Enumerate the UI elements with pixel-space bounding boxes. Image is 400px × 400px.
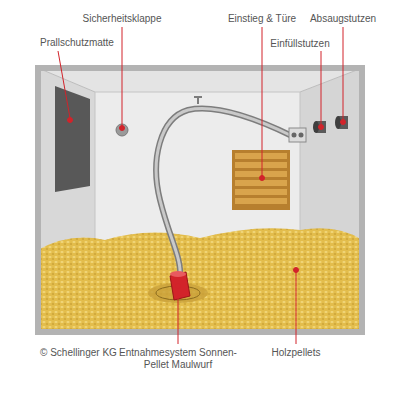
- suction-pipe: [335, 116, 348, 129]
- part-label: Holzpellets: [256, 347, 336, 359]
- part-label: Entnahmesystem Sonnen-Pellet Maulwurf: [111, 347, 245, 371]
- door: [232, 150, 290, 210]
- copyright-note: © Schellinger KG: [40, 347, 140, 359]
- part-label: Absaugstutzen: [303, 13, 383, 25]
- impact-mat: [55, 86, 90, 192]
- fill-pipe: [313, 121, 326, 133]
- extraction-mole: [170, 271, 190, 300]
- leader-lines: [58, 27, 346, 344]
- safety-flap: [116, 124, 128, 136]
- part-label: Sicherheitsklappe: [67, 13, 177, 25]
- part-label: Einstieg & Türe: [212, 13, 312, 25]
- part-label: Prallschutzmatte: [40, 37, 140, 49]
- part-label: Einfüllstutzen: [260, 38, 340, 50]
- wood-pellets: [38, 228, 362, 332]
